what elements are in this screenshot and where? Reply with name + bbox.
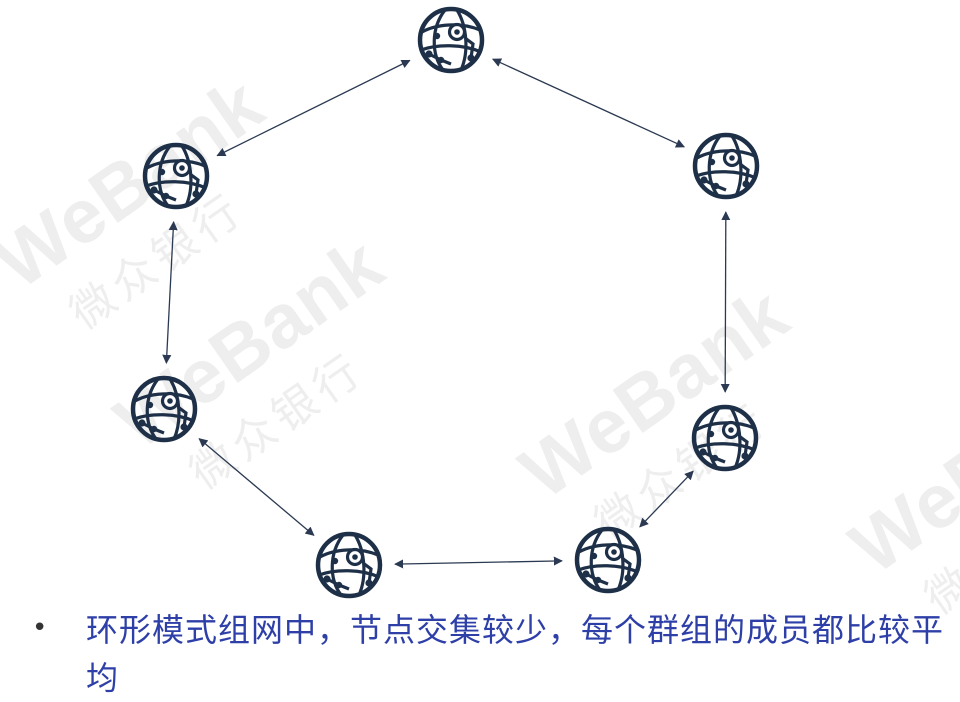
caption: • 环形模式组网中，节点交集较少，每个群组的成员都比较平均	[28, 606, 948, 702]
globe-network-icon	[145, 145, 207, 207]
bidirectional-arrow	[720, 211, 731, 393]
bidirectional-arrow	[491, 58, 686, 148]
bidirectional-arrow	[639, 470, 694, 528]
globe-network-icon	[694, 407, 756, 469]
caption-text: 环形模式组网中，节点交集较少，每个群组的成员都比较平均	[86, 611, 945, 697]
globe-network-icon	[695, 135, 757, 197]
bidirectional-arrow	[216, 59, 411, 157]
globe-network-icon	[318, 534, 380, 596]
bidirectional-arrow	[394, 556, 563, 569]
bidirectional-arrow	[162, 221, 178, 364]
globe-network-icon	[133, 378, 195, 440]
bidirectional-arrow	[198, 438, 315, 536]
globe-network-icon	[420, 9, 482, 71]
ring-network-diagram	[0, 0, 960, 600]
bullet-icon: •	[32, 613, 48, 643]
globe-network-icon	[577, 529, 639, 591]
